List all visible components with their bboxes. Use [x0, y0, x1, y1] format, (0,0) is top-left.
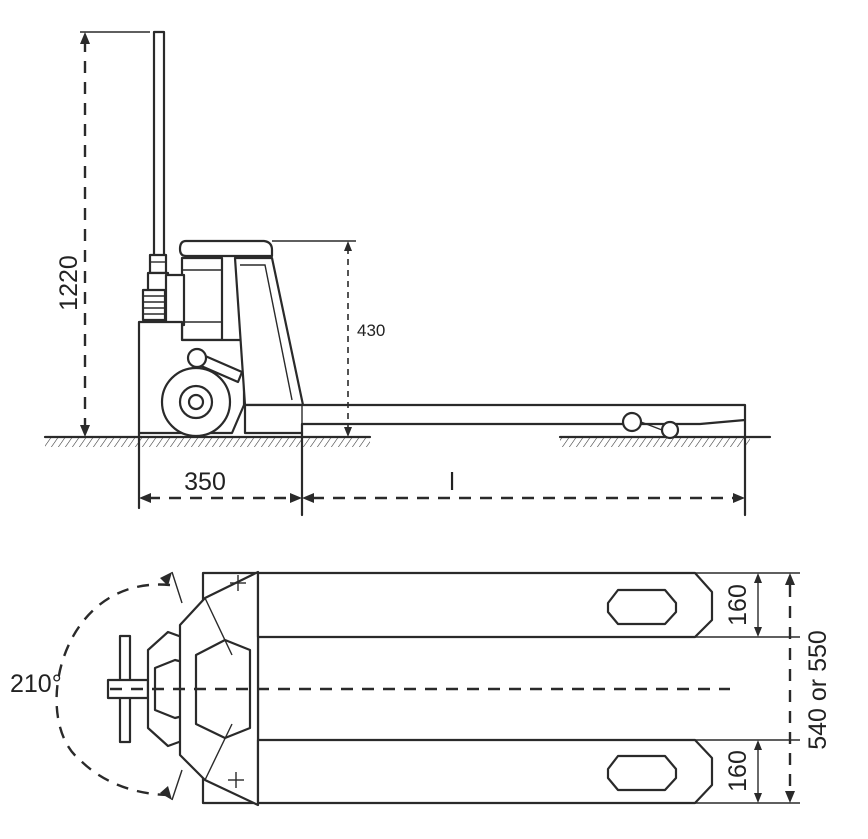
steering-arc — [55, 583, 171, 797]
spring — [141, 288, 167, 322]
rear-length-label: 350 — [184, 468, 226, 496]
dim-fork-width-top — [695, 572, 800, 638]
bolt-marks — [228, 575, 246, 788]
fork-bottom-roller — [606, 754, 678, 792]
fork-top-roller — [606, 588, 678, 626]
pump-body — [164, 256, 224, 342]
dim-fork-length — [302, 493, 745, 503]
fork-width-label-top: 160 — [724, 584, 752, 626]
side-view: 1220 430 350 l — [43, 30, 772, 517]
handle — [146, 30, 170, 295]
fork — [243, 403, 747, 435]
dim-rear-length — [139, 493, 302, 503]
load-rollers — [621, 411, 680, 440]
pump-cap — [178, 239, 274, 258]
dim-fork-height — [272, 240, 356, 437]
dim-overall-width — [785, 573, 795, 803]
top-view: 210° — [10, 570, 832, 807]
fork-height-label: 430 — [357, 321, 385, 340]
steering-angle-label: 210° — [10, 670, 62, 698]
ground-left — [43, 435, 372, 447]
steer-wheel — [160, 366, 232, 438]
ground-right — [558, 435, 772, 447]
fork-width-label-bottom: 160 — [724, 750, 752, 792]
dim-fork-width-bottom — [695, 739, 800, 804]
dim-handle-height — [80, 31, 150, 437]
handle-height-label: 1220 — [55, 255, 83, 311]
overall-width-label: 540 or 550 — [804, 630, 832, 750]
lift-frame — [233, 256, 305, 407]
fork-length-label: l — [449, 468, 455, 496]
